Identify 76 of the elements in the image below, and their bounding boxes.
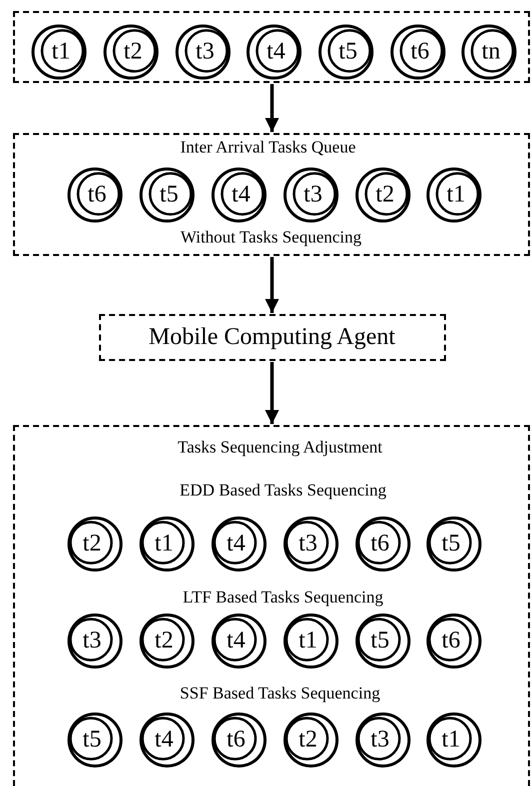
task-circle bbox=[426, 712, 482, 768]
task-circle bbox=[103, 24, 159, 80]
task-circle bbox=[139, 712, 195, 768]
task-circle bbox=[211, 516, 267, 572]
task-label: t2 bbox=[154, 628, 174, 653]
arrow bbox=[265, 84, 279, 132]
task-circle bbox=[67, 613, 123, 669]
task-circle bbox=[31, 24, 87, 80]
task-label: t2 bbox=[298, 728, 318, 752]
arrow bbox=[265, 362, 279, 424]
task-label: t3 bbox=[304, 182, 322, 207]
task-circle bbox=[355, 613, 411, 669]
task-label: t1 bbox=[154, 532, 174, 556]
task-label: t3 bbox=[370, 728, 390, 752]
task-circle bbox=[211, 167, 267, 223]
task-label: t6 bbox=[442, 628, 460, 653]
task-label: t2 bbox=[376, 182, 394, 207]
task-circle bbox=[139, 516, 195, 572]
task-label: tn bbox=[482, 40, 500, 64]
task-circle bbox=[211, 613, 267, 669]
heading-text: Tasks Sequencing Adjustment bbox=[178, 438, 382, 456]
task-label: t3 bbox=[196, 40, 214, 64]
task-label: t6 bbox=[88, 182, 106, 207]
heading-text: LTF Based Tasks Sequencing bbox=[182, 588, 384, 606]
task-circle bbox=[355, 712, 411, 768]
agent-box bbox=[99, 314, 446, 361]
dashed-box bbox=[13, 11, 530, 83]
task-label: t1 bbox=[446, 182, 466, 207]
task-circle bbox=[283, 712, 339, 768]
task-circle bbox=[67, 167, 123, 223]
task-label: t5 bbox=[338, 40, 358, 64]
group-box bbox=[13, 133, 530, 256]
heading-text: Mobile Computing Agent bbox=[148, 324, 396, 349]
task-circle bbox=[355, 167, 411, 223]
task-circle bbox=[175, 24, 231, 80]
task-circle bbox=[283, 167, 339, 223]
task-circle bbox=[355, 516, 411, 572]
task-label: t2 bbox=[82, 532, 102, 556]
task-circle bbox=[67, 712, 123, 768]
task-label: t1 bbox=[442, 728, 460, 752]
task-circle bbox=[461, 24, 517, 80]
task-circle bbox=[283, 613, 339, 669]
task-label: t2 bbox=[124, 40, 142, 64]
task-label: t5 bbox=[82, 728, 102, 752]
task-label: t4 bbox=[266, 40, 286, 64]
task-label: t6 bbox=[410, 40, 430, 64]
task-circle bbox=[426, 167, 482, 223]
task-circle bbox=[211, 712, 267, 768]
task-label: t6 bbox=[370, 532, 390, 556]
heading-text: Inter Arrival Tasks Queue bbox=[180, 138, 356, 156]
heading-text: SSF Based Tasks Sequencing bbox=[180, 684, 380, 702]
task-label: t5 bbox=[370, 628, 390, 653]
task-label: t5 bbox=[160, 182, 178, 207]
task-label: t4 bbox=[226, 628, 246, 653]
heading-text: EDD Based Tasks Sequencing bbox=[180, 482, 386, 499]
task-label: t3 bbox=[82, 628, 102, 653]
task-circle bbox=[246, 24, 302, 80]
task-circle bbox=[390, 24, 446, 80]
task-circle bbox=[139, 167, 195, 223]
task-label: t6 bbox=[226, 728, 246, 752]
task-circle bbox=[283, 516, 339, 572]
group-box bbox=[13, 425, 530, 786]
task-label: t4 bbox=[154, 728, 174, 752]
task-circle bbox=[318, 24, 374, 80]
task-circle bbox=[67, 516, 123, 572]
task-circle bbox=[139, 613, 195, 669]
arrow bbox=[265, 257, 279, 313]
heading-text: Without Tasks Sequencing bbox=[180, 228, 362, 246]
task-label: t4 bbox=[232, 182, 250, 207]
task-circle bbox=[426, 516, 482, 572]
task-circle bbox=[426, 613, 482, 669]
task-label: t5 bbox=[442, 532, 460, 556]
task-label: t3 bbox=[298, 532, 318, 556]
task-label: t1 bbox=[52, 40, 70, 64]
task-label: t1 bbox=[298, 628, 318, 653]
task-label: t4 bbox=[226, 532, 246, 556]
